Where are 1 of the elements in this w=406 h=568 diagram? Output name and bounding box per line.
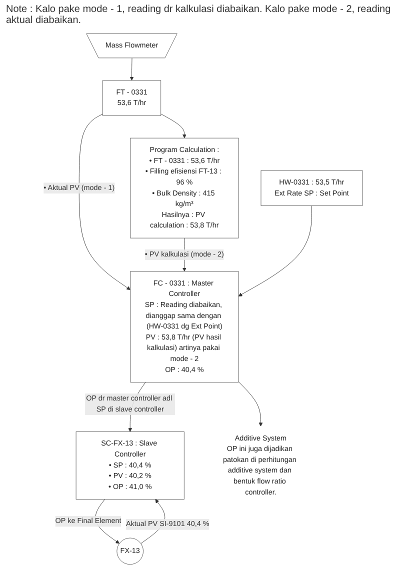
note-text: Note : Kalo pake mode - 1, reading dr kalkulasi diabaikan. Kalo pake mode - 2, reading aktual diabaikan. bbox=[6, 4, 392, 26]
